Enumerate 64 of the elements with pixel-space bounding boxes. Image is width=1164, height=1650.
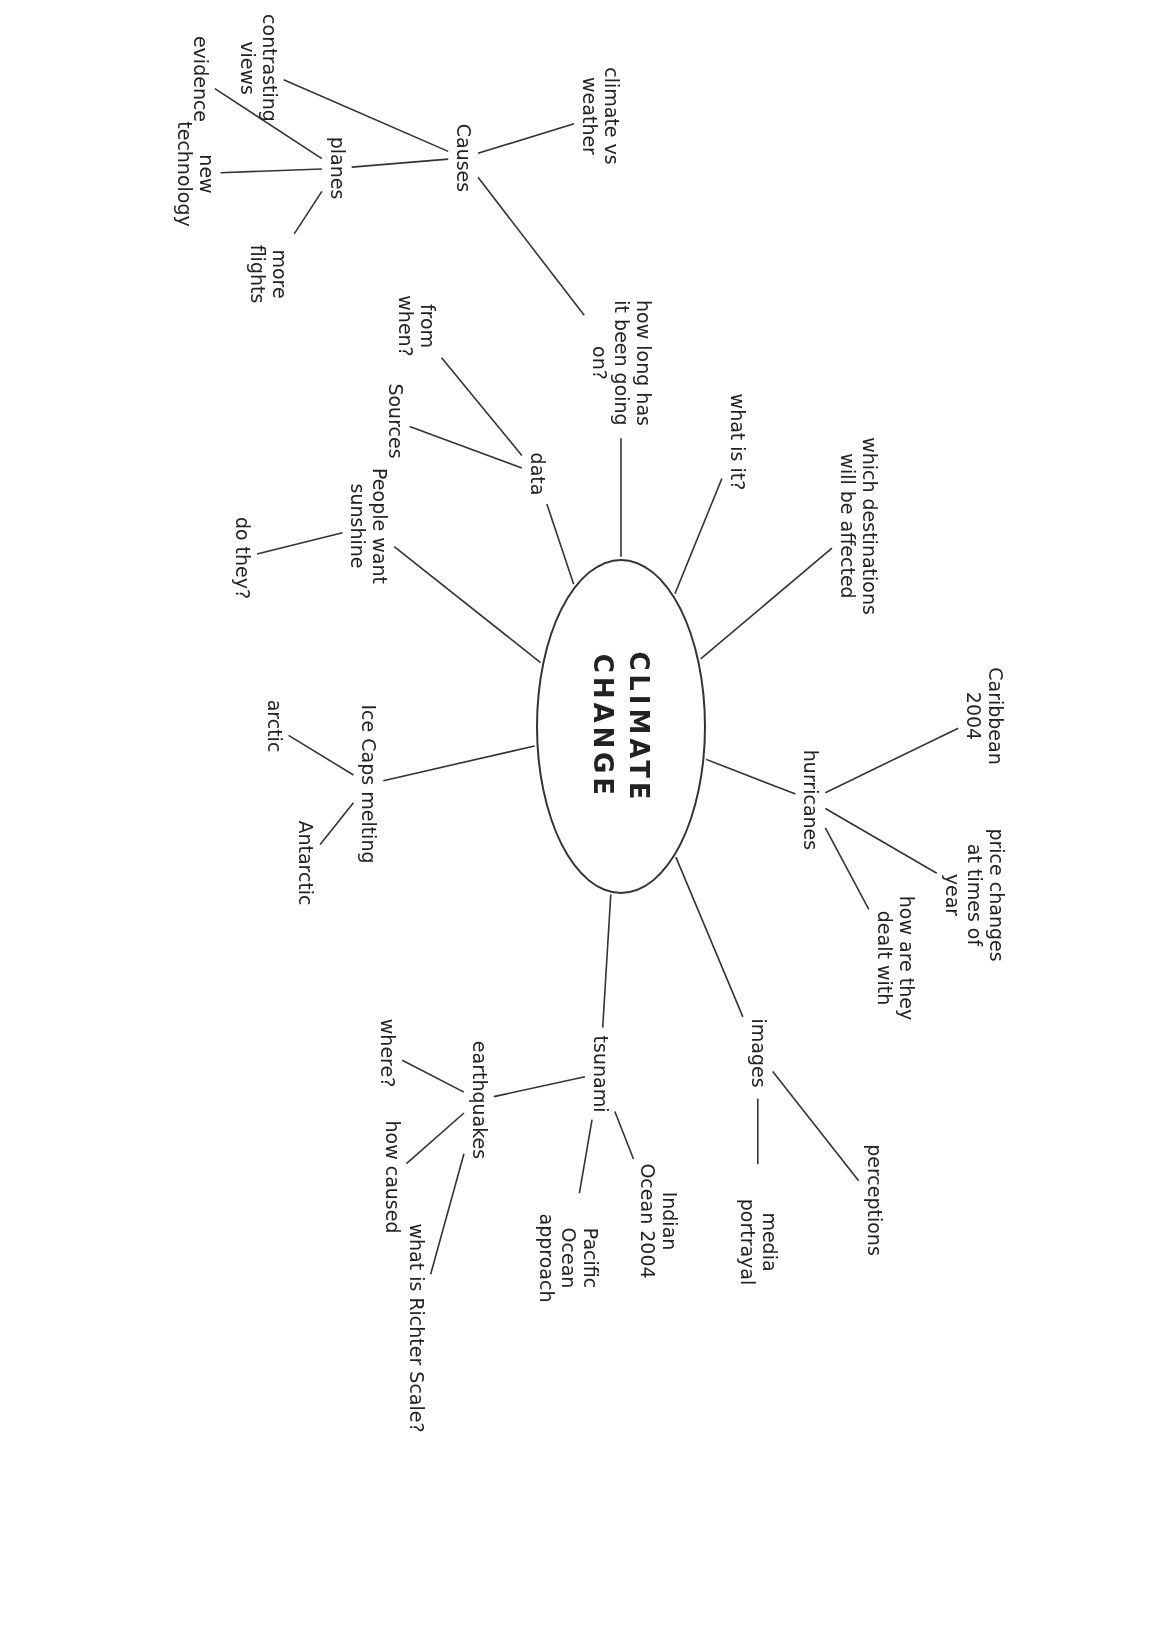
- connector-line: [282, 78, 449, 153]
- connector-line: [219, 168, 323, 174]
- topic-label: how long has it been going on?: [588, 292, 654, 435]
- connector-line: [705, 758, 797, 795]
- connector-line: [824, 807, 938, 875]
- topic-label: Causes: [452, 115, 474, 200]
- topic-label: planes: [325, 131, 348, 206]
- topic-label: how caused: [380, 1118, 403, 1235]
- connector-line: [757, 1097, 759, 1166]
- topic-label: media portrayal: [735, 1168, 780, 1316]
- connector-line: [771, 1070, 860, 1182]
- topic-label: Pacific Ocean approach: [535, 1197, 602, 1319]
- connector-line: [408, 425, 523, 469]
- topic-label: what is it?: [725, 384, 748, 500]
- topic-label: images: [746, 1010, 769, 1095]
- topic-label: Indian Ocean 2004: [635, 1163, 680, 1279]
- topic-label: data: [525, 447, 548, 500]
- connector-line: [393, 545, 542, 664]
- topic-label: People want sunshine: [346, 463, 391, 590]
- topic-label: earthquakes: [467, 1039, 490, 1161]
- connector-line: [674, 477, 723, 595]
- topic-label: Caribbean 2004: [962, 663, 1006, 769]
- connector-line: [319, 801, 355, 846]
- connector-line: [578, 1118, 593, 1194]
- central-ellipse: [535, 558, 706, 894]
- connector-line: [824, 727, 960, 794]
- topic-label: contrasting views: [236, 10, 280, 127]
- topic-label: do they?: [231, 513, 253, 603]
- connector-line: [214, 87, 323, 160]
- connector-line: [675, 856, 744, 1018]
- connector-line: [350, 158, 449, 168]
- connector-line: [477, 176, 585, 317]
- title-text: CLIMATE CHANGE: [586, 651, 656, 802]
- topic-label: where?: [376, 1018, 399, 1087]
- connector-line: [601, 893, 612, 1029]
- topic-label: what is Richter Scale?: [404, 1223, 427, 1434]
- topic-label: climate vs weather: [578, 57, 622, 174]
- topic-label: how are they dealt with: [872, 889, 917, 1027]
- connector-line: [382, 745, 536, 782]
- topic-label: more flights: [246, 231, 291, 316]
- connector-line: [614, 1110, 635, 1160]
- topic-label: Sources: [383, 376, 406, 466]
- topic-label: Antarctic: [294, 813, 317, 914]
- connector-line: [824, 827, 870, 911]
- connector-line: [293, 190, 323, 235]
- connector-line: [699, 547, 833, 660]
- connector-line: [477, 122, 575, 155]
- connector-line: [440, 356, 523, 457]
- topic-label: arctic: [262, 694, 285, 758]
- topic-label: price changes at times of year: [940, 826, 1007, 964]
- topic-label: from when?: [393, 284, 438, 369]
- connector-line: [401, 1059, 465, 1093]
- topic-label: Ice Caps melting: [357, 697, 380, 871]
- topic-label: which destinations will be affected: [835, 421, 880, 632]
- connector-line: [620, 437, 622, 558]
- connector-line: [256, 531, 344, 555]
- connector-line: [287, 734, 355, 776]
- topic-label: tsunami: [589, 1031, 611, 1116]
- connector-line: [405, 1112, 465, 1165]
- connector-line: [429, 1153, 465, 1276]
- topic-label: perceptions: [862, 1139, 885, 1261]
- connector-line: [493, 1076, 586, 1098]
- connector-line: [546, 503, 575, 586]
- topic-label: hurricanes: [799, 739, 822, 861]
